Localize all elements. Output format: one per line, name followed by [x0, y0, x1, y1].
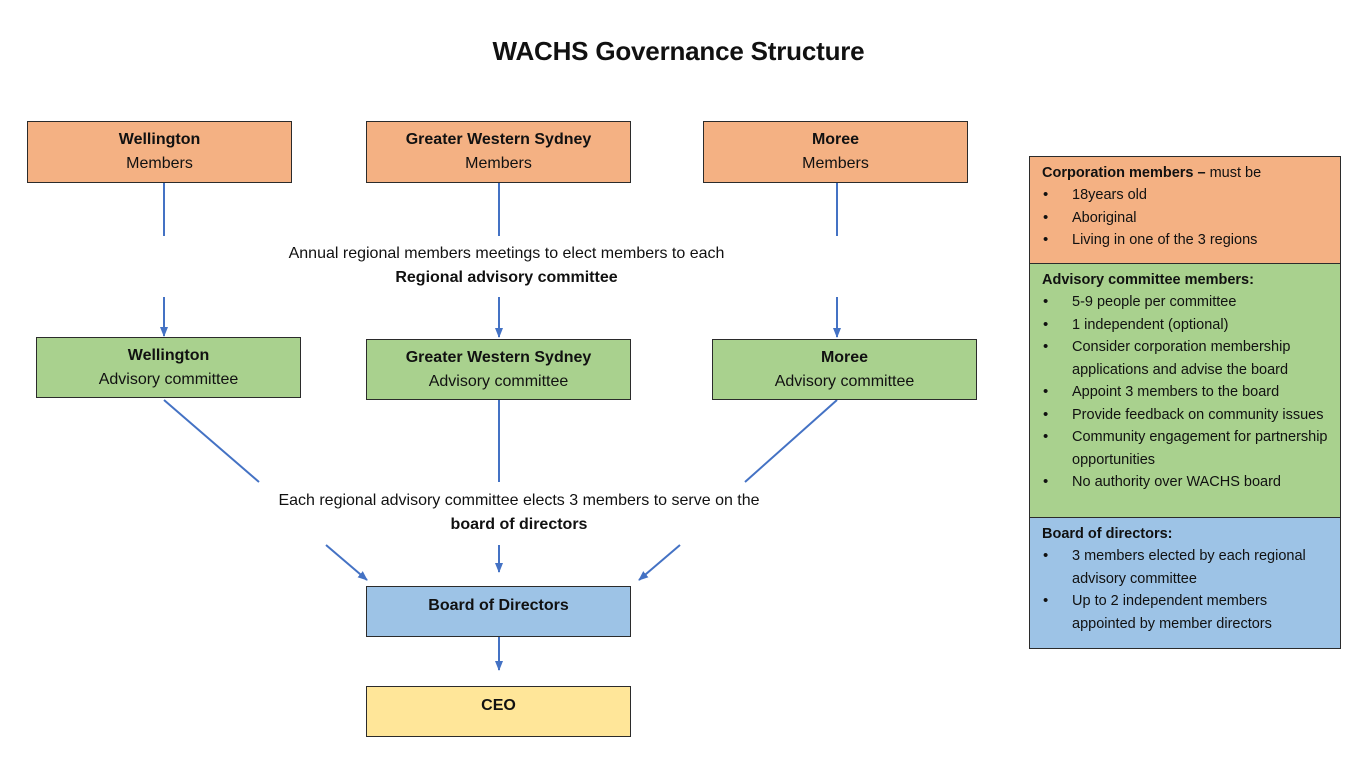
- legend-panel: Corporation members – must be 18years ol…: [1029, 156, 1341, 649]
- moree-committee-box: Moree Advisory committee: [712, 339, 977, 400]
- ceo-box: CEO: [366, 686, 631, 737]
- annual-meeting-caption: Annual regional members meetings to elec…: [250, 242, 763, 290]
- list-item: 1 independent (optional): [1042, 314, 1330, 337]
- list-item: Up to 2 independent members appointed by…: [1042, 590, 1330, 635]
- moree-members-box: Moree Members: [703, 121, 968, 183]
- list-item: 3 members elected by each regional advis…: [1042, 545, 1330, 590]
- ceo-label: CEO: [481, 697, 516, 714]
- list-item: Provide feedback on community issues: [1042, 404, 1330, 427]
- wellington-committee-line: [163, 399, 260, 483]
- legend-corporation-section: Corporation members – must be 18years ol…: [1030, 157, 1340, 263]
- legend-board-section: Board of directors: 3 members elected by…: [1030, 517, 1340, 648]
- gws-committee-box: Greater Western Sydney Advisory committe…: [366, 339, 631, 400]
- list-item: Appoint 3 members to the board: [1042, 381, 1330, 404]
- region-name: Moree: [820, 348, 869, 366]
- region-name: Wellington: [127, 346, 210, 364]
- legend-advisory-list: 5-9 people per committee 1 independent (…: [1042, 291, 1330, 494]
- list-item: 18years old: [1042, 184, 1330, 207]
- board-election-text: Each regional advisory committee elects …: [278, 492, 760, 509]
- list-item: Community engagement for partnership opp…: [1042, 426, 1330, 471]
- annual-meeting-text: Annual regional members meetings to elec…: [288, 245, 725, 262]
- list-item: Aboriginal: [1042, 207, 1330, 230]
- annual-meeting-emphasis: Regional advisory committee: [395, 269, 618, 286]
- members-label: Members: [126, 155, 193, 172]
- gws-members-box: Greater Western Sydney Members: [366, 121, 631, 183]
- committee-label: Advisory committee: [98, 370, 239, 388]
- region-name: Greater Western Sydney: [405, 348, 592, 366]
- wellington-committee-box: Wellington Advisory committee: [36, 337, 301, 398]
- region-name: Wellington: [118, 131, 201, 148]
- legend-corporation-list: 18years old Aboriginal Living in one of …: [1042, 184, 1330, 252]
- legend-board-heading: Board of directors:: [1042, 526, 1173, 542]
- board-of-directors-box: Board of Directors: [366, 586, 631, 637]
- moree-committee-line: [744, 399, 838, 483]
- legend-advisory-section: Advisory committee members: 5-9 people p…: [1030, 263, 1340, 517]
- list-item: 5-9 people per committee: [1042, 291, 1330, 314]
- board-election-caption: Each regional advisory committee elects …: [240, 489, 798, 537]
- members-label: Members: [802, 155, 869, 172]
- list-item: Consider corporation membership applicat…: [1042, 336, 1330, 381]
- list-item: No authority over WACHS board: [1042, 471, 1330, 494]
- committee-label: Advisory committee: [774, 372, 915, 390]
- members-label: Members: [465, 155, 532, 172]
- region-name: Moree: [811, 131, 860, 148]
- moree-board-arrow: [638, 544, 681, 581]
- board-election-emphasis: board of directors: [450, 516, 588, 533]
- wellington-members-box: Wellington Members: [27, 121, 292, 183]
- legend-board-list: 3 members elected by each regional advis…: [1042, 545, 1330, 635]
- committee-label: Advisory committee: [428, 372, 569, 390]
- list-item: Living in one of the 3 regions: [1042, 229, 1330, 252]
- region-name: Greater Western Sydney: [405, 131, 592, 148]
- board-label: Board of Directors: [428, 597, 569, 614]
- legend-advisory-heading: Advisory committee members:: [1042, 272, 1254, 288]
- wellington-board-arrow: [325, 544, 368, 581]
- legend-corporation-heading: Corporation members – must be: [1042, 165, 1262, 181]
- page-title: WACHS Governance Structure: [492, 36, 865, 66]
